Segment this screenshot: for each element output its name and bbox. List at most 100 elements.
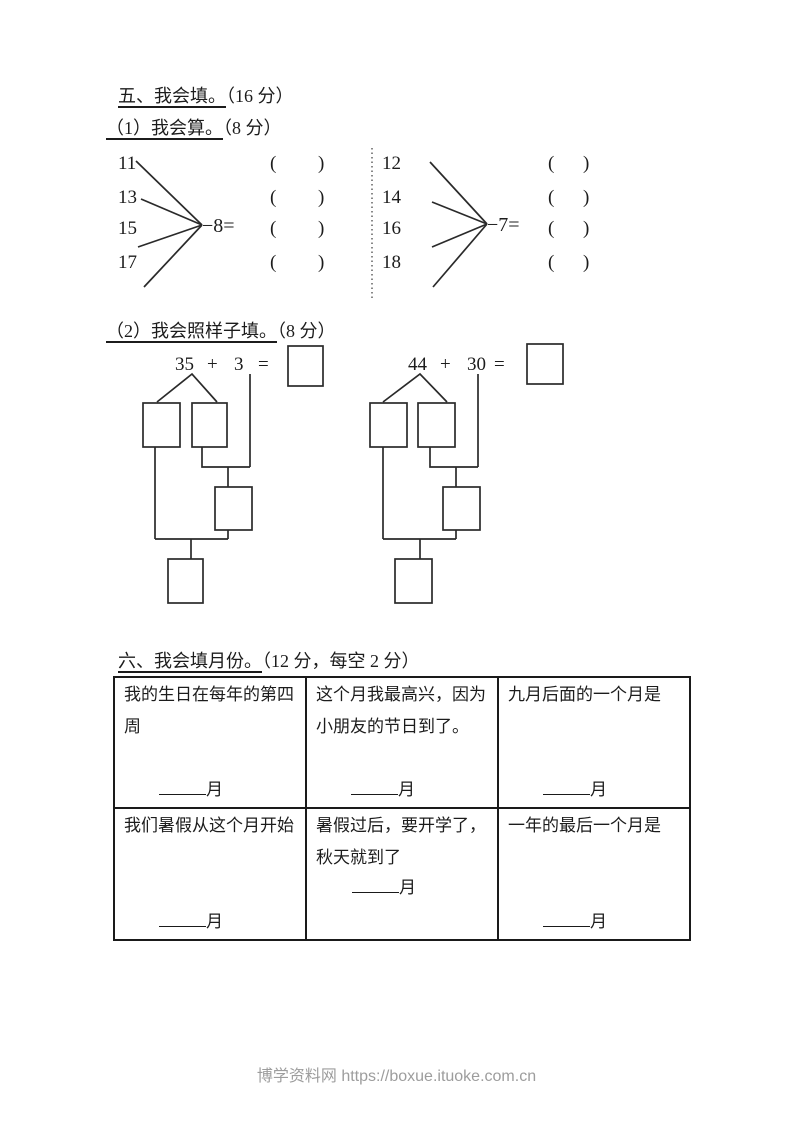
- answer-blank-row: 月: [352, 876, 489, 900]
- section5-score: （16 分）: [226, 86, 294, 106]
- answer-paren-close: ): [583, 218, 589, 239]
- fan-number: 17: [118, 252, 137, 273]
- tree-addend2: 3: [234, 354, 244, 375]
- answer-paren-close: ): [318, 252, 324, 273]
- fan-number: 11: [118, 153, 136, 174]
- answer-blank-row: 月: [159, 778, 223, 802]
- section5-title: 五、我会填。: [118, 86, 226, 106]
- table-cell-summer-vacation-start: 我们暑假从这个月开始 月: [113, 807, 307, 941]
- answer-blank-line: [159, 924, 206, 927]
- answer-blank-line: [543, 924, 590, 927]
- answer-paren-open: (: [270, 252, 276, 273]
- answer-box: [369, 402, 408, 448]
- tree-44-plus-30: 44 + 30 =: [369, 343, 564, 604]
- fan-ray: [429, 161, 488, 225]
- cell-text: 一年的最后一个月是: [508, 816, 661, 835]
- section6-heading: 六、我会填月份。（12 分，每空 2 分）: [118, 647, 420, 673]
- answer-blank-line: [351, 792, 398, 795]
- answer-box: [142, 402, 181, 448]
- answer-box: [394, 558, 433, 604]
- cell-text: 我们暑假从这个月开始: [124, 816, 294, 835]
- month-unit-label: 月: [206, 912, 223, 931]
- fan-number: 14: [382, 187, 402, 208]
- tree-addend1: 35: [175, 354, 194, 375]
- cell-text: 我的生日在每年的第四周: [124, 685, 294, 736]
- fan-ray: [143, 224, 203, 288]
- fan-ray: [137, 224, 203, 248]
- table-row: 我的生日在每年的第四周 月 这个月我最高兴，因为小朋友的节日到了。 月 九月后面…: [113, 676, 691, 809]
- answer-paren-open: (: [548, 187, 554, 208]
- section6-score: （12 分，每空 2 分）: [262, 651, 420, 671]
- plus-sign: +: [207, 354, 218, 375]
- answer-paren-close: ): [583, 187, 589, 208]
- part1-title: （1）我会算。: [106, 118, 223, 138]
- table-cell-birthday: 我的生日在每年的第四周 月: [113, 676, 307, 809]
- cell-text: 这个月我最高兴，因为小朋友的节日到了。: [316, 685, 486, 736]
- months-table: 我的生日在每年的第四周 月 这个月我最高兴，因为小朋友的节日到了。 月 九月后面…: [113, 676, 691, 941]
- answer-box: [214, 486, 253, 531]
- month-unit-label: 月: [206, 780, 223, 799]
- month-unit-label: 月: [398, 780, 415, 799]
- tree-connector: [429, 447, 478, 468]
- cell-text: 九月后面的一个月是: [508, 685, 661, 704]
- fan-diagrams-figure: 11 13 15 17 −8= ( ) ( ) ( ) ( ) 12 14 16…: [118, 148, 589, 298]
- fan-minus-7: 12 14 16 18 −7= ( ) ( ) ( ) ( ): [382, 153, 589, 288]
- fan-operation: −7=: [487, 214, 520, 236]
- fan-number: 15: [118, 218, 137, 239]
- answer-paren-close: ): [318, 187, 324, 208]
- answer-paren-open: (: [270, 218, 276, 239]
- answer-box: [417, 402, 456, 448]
- part2-title: （2）我会照样子填。: [106, 321, 277, 341]
- part2-score: （8 分）: [277, 321, 336, 341]
- answer-paren-open: (: [270, 153, 276, 174]
- table-cell-last-month-of-year: 一年的最后一个月是 月: [497, 807, 691, 941]
- section6-title: 六、我会填月份。: [118, 651, 262, 671]
- answer-blank-line: [543, 792, 590, 795]
- fan-ray: [135, 160, 203, 226]
- answer-blank-row: 月: [543, 778, 607, 802]
- plus-sign: +: [440, 354, 451, 375]
- answer-blank-row: 月: [351, 778, 415, 802]
- tree-connector: [201, 447, 250, 468]
- answer-box: [191, 402, 228, 448]
- answer-box: [442, 486, 481, 531]
- part1-heading: （1）我会算。（8 分）: [106, 114, 282, 140]
- answer-blank-row: 月: [543, 910, 607, 934]
- answer-box-result: [526, 343, 564, 385]
- fan-ray: [140, 198, 203, 226]
- fan-number: 18: [382, 252, 401, 273]
- section5-heading: 五、我会填。（16 分）: [118, 82, 294, 108]
- answer-paren-close: ): [318, 153, 324, 174]
- answer-blank-line: [159, 792, 206, 795]
- answer-box-result: [287, 345, 324, 387]
- tree-split-caret: [382, 372, 448, 403]
- answer-paren-open: (: [548, 153, 554, 174]
- answer-box: [167, 558, 204, 604]
- tree-split-caret: [156, 372, 218, 403]
- tree-addend2: 30: [467, 354, 486, 375]
- fan-number: 13: [118, 187, 137, 208]
- answer-paren-close: ): [318, 218, 324, 239]
- answer-paren-close: ): [583, 252, 589, 273]
- fan-number: 16: [382, 218, 401, 239]
- fan-ray: [431, 223, 488, 248]
- fan-operation: −8=: [202, 215, 235, 237]
- month-unit-label: 月: [590, 780, 607, 799]
- answer-blank-row: 月: [159, 910, 223, 934]
- fan-number: 12: [382, 153, 401, 174]
- table-cell-happiest-month: 这个月我最高兴，因为小朋友的节日到了。 月: [305, 676, 499, 809]
- fan-ray: [431, 201, 488, 225]
- equals-sign: =: [494, 354, 505, 375]
- cell-text: 暑假过后，要开学了，秋天就到了: [316, 816, 486, 867]
- tree-35-plus-3: 35 + 3 =: [142, 345, 324, 604]
- answer-paren-open: (: [270, 187, 276, 208]
- month-unit-label: 月: [399, 878, 416, 897]
- answer-paren-close: ): [583, 153, 589, 174]
- answer-blank-line: [352, 890, 399, 893]
- fan-minus-8: 11 13 15 17 −8= ( ) ( ) ( ) ( ): [118, 153, 324, 288]
- part2-heading: （2）我会照样子填。（8 分）: [106, 317, 336, 343]
- footer-credit: 博学资料网 https://boxue.ituoke.com.cn: [256, 1068, 537, 1085]
- answer-paren-open: (: [548, 252, 554, 273]
- month-unit-label: 月: [590, 912, 607, 931]
